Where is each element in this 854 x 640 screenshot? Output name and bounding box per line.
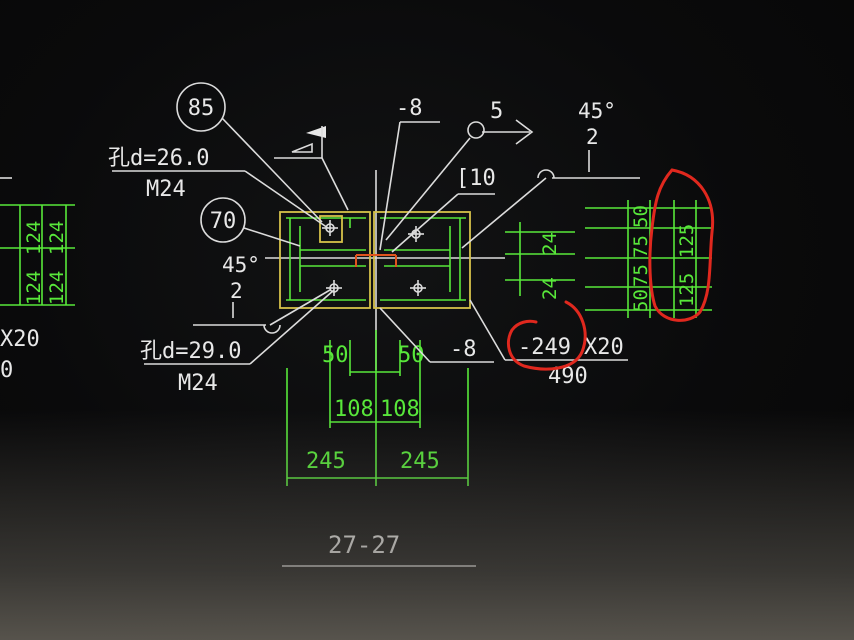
dim-50-left: 50 xyxy=(322,343,349,368)
end-plate-left xyxy=(279,211,371,309)
flag-fill-icon xyxy=(306,126,326,138)
weld-size-label: 5 xyxy=(490,99,503,124)
left-dim-124-b: 124 xyxy=(46,271,68,305)
bubble-70 xyxy=(200,197,246,243)
section-title-label: 27-27 xyxy=(328,531,400,559)
end-plate-right xyxy=(373,211,471,309)
row-dim-75-b: 75 xyxy=(630,264,652,287)
angle-left-label: 45° xyxy=(222,253,260,277)
weld-flag-icon xyxy=(515,119,534,145)
row-dim-75-a: 75 xyxy=(630,235,652,258)
row-dim-50-bottom: 50 xyxy=(630,289,652,312)
hole-lower-label: 孔d=29.0 xyxy=(140,339,241,364)
flag-symbol xyxy=(291,142,313,153)
weld-right-label: 2 xyxy=(586,125,599,149)
bubble-85 xyxy=(176,82,226,132)
top-callouts: -8 5 [10 45° 2 xyxy=(379,96,640,253)
weld-all-around-icon xyxy=(467,121,485,139)
web-plate-label: -8 xyxy=(396,96,423,121)
flange-plate-label: -8 xyxy=(450,337,477,362)
left-cut-text-x20: X20 xyxy=(0,327,40,352)
vertical-dim-24-b: 24 xyxy=(539,277,561,300)
bubble-85-label: 85 xyxy=(188,96,215,121)
dim-245-right: 245 xyxy=(400,449,440,474)
left-partial-drawing: 124 124 124 124 X20 0 xyxy=(0,177,75,383)
row-dim-50-top: 50 xyxy=(630,205,652,228)
dim-108-right: 108 xyxy=(380,397,420,422)
angle-right-label: 45° xyxy=(578,99,616,123)
bubble-70-label: 70 xyxy=(210,209,237,234)
plate-right-suffix: X20 xyxy=(584,335,624,360)
connection-section xyxy=(265,170,505,370)
channel-cleat xyxy=(355,254,397,267)
bolt-lower-label: M24 xyxy=(178,371,218,396)
right-dimensions: 24 24 50 75 75 50 125 125 xyxy=(505,200,712,318)
bottom-dimensions: 50 50 108 108 245 245 -8 -249 X20 490 xyxy=(286,299,628,486)
left-cut-text-0: 0 xyxy=(0,358,13,383)
dim-245-left: 245 xyxy=(306,449,346,474)
weld-arc-right xyxy=(537,169,555,179)
left-dim-124-d: 124 xyxy=(23,271,45,305)
channel-label: [10 xyxy=(456,166,496,191)
dim-108-left: 108 xyxy=(334,397,374,422)
weld-arc-left xyxy=(263,324,281,334)
section-title: 27-27 xyxy=(282,531,476,567)
red-circle-249 xyxy=(507,300,587,371)
red-circle-125 xyxy=(648,168,715,322)
red-markups xyxy=(507,168,715,371)
weld-left-label: 2 xyxy=(230,279,243,303)
edge-dim-125-a: 125 xyxy=(676,224,698,258)
plate-right-label: -249 xyxy=(518,335,571,360)
hole-upper-label: 孔d=26.0 xyxy=(108,146,209,171)
vertical-dim-24-a: 24 xyxy=(539,232,561,255)
left-dim-124-a: 124 xyxy=(46,221,68,255)
left-callouts: 85 孔d=26.0 M24 70 45° 2 孔d=29.0 M24 xyxy=(108,82,349,396)
bolt-upper-label: M24 xyxy=(146,177,186,202)
bolt-box-upper xyxy=(319,215,343,243)
left-dim-124-c: 124 xyxy=(23,221,45,255)
edge-dim-125-b: 125 xyxy=(676,273,698,307)
